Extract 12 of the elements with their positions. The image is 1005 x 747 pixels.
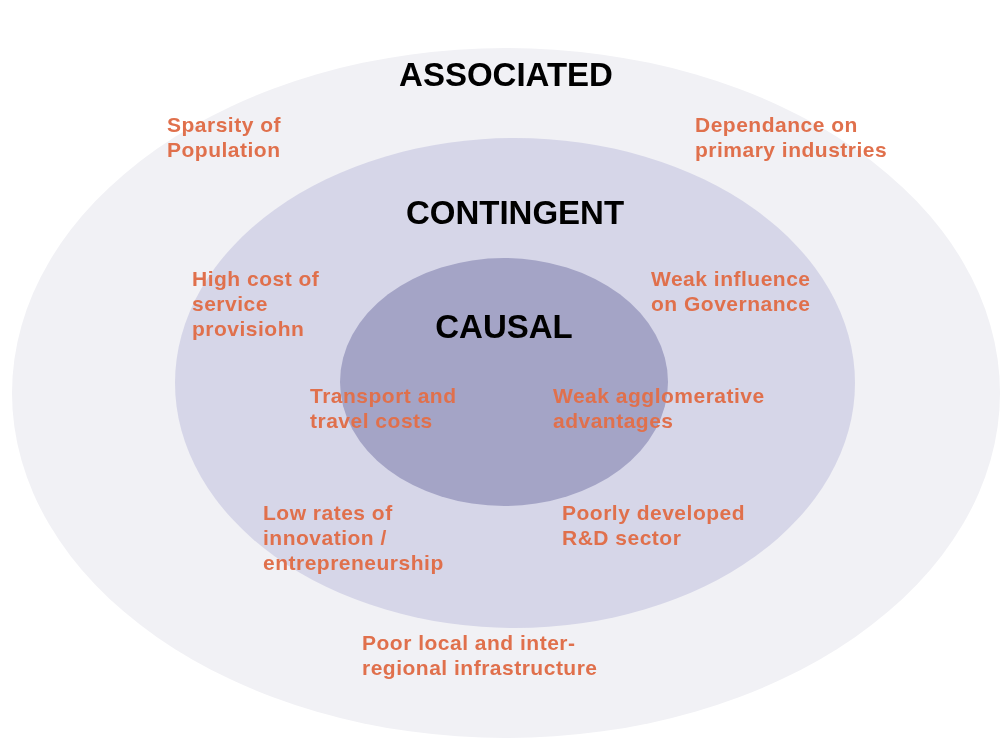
factor-label: Poorly developed R&D sector (562, 500, 747, 550)
factor-label: Dependance on primary industries (695, 112, 889, 162)
zone-heading: CAUSAL (435, 307, 573, 347)
zone-heading: ASSOCIATED (399, 55, 613, 95)
factor-label: Weak influence on Governance (651, 266, 812, 316)
factor-label: Low rates of innovation / entrepreneurship (263, 500, 445, 575)
factor-label: Weak agglomerative advantages (553, 383, 766, 433)
factor-label: Sparsity of Population (167, 112, 283, 162)
factor-label: Transport and travel costs (310, 383, 458, 433)
factor-label: Poor local and inter-regional infrastructure (362, 630, 599, 680)
zone-heading: CONTINGENT (405, 193, 625, 233)
factor-label: High cost of service provisiohn (192, 266, 321, 341)
